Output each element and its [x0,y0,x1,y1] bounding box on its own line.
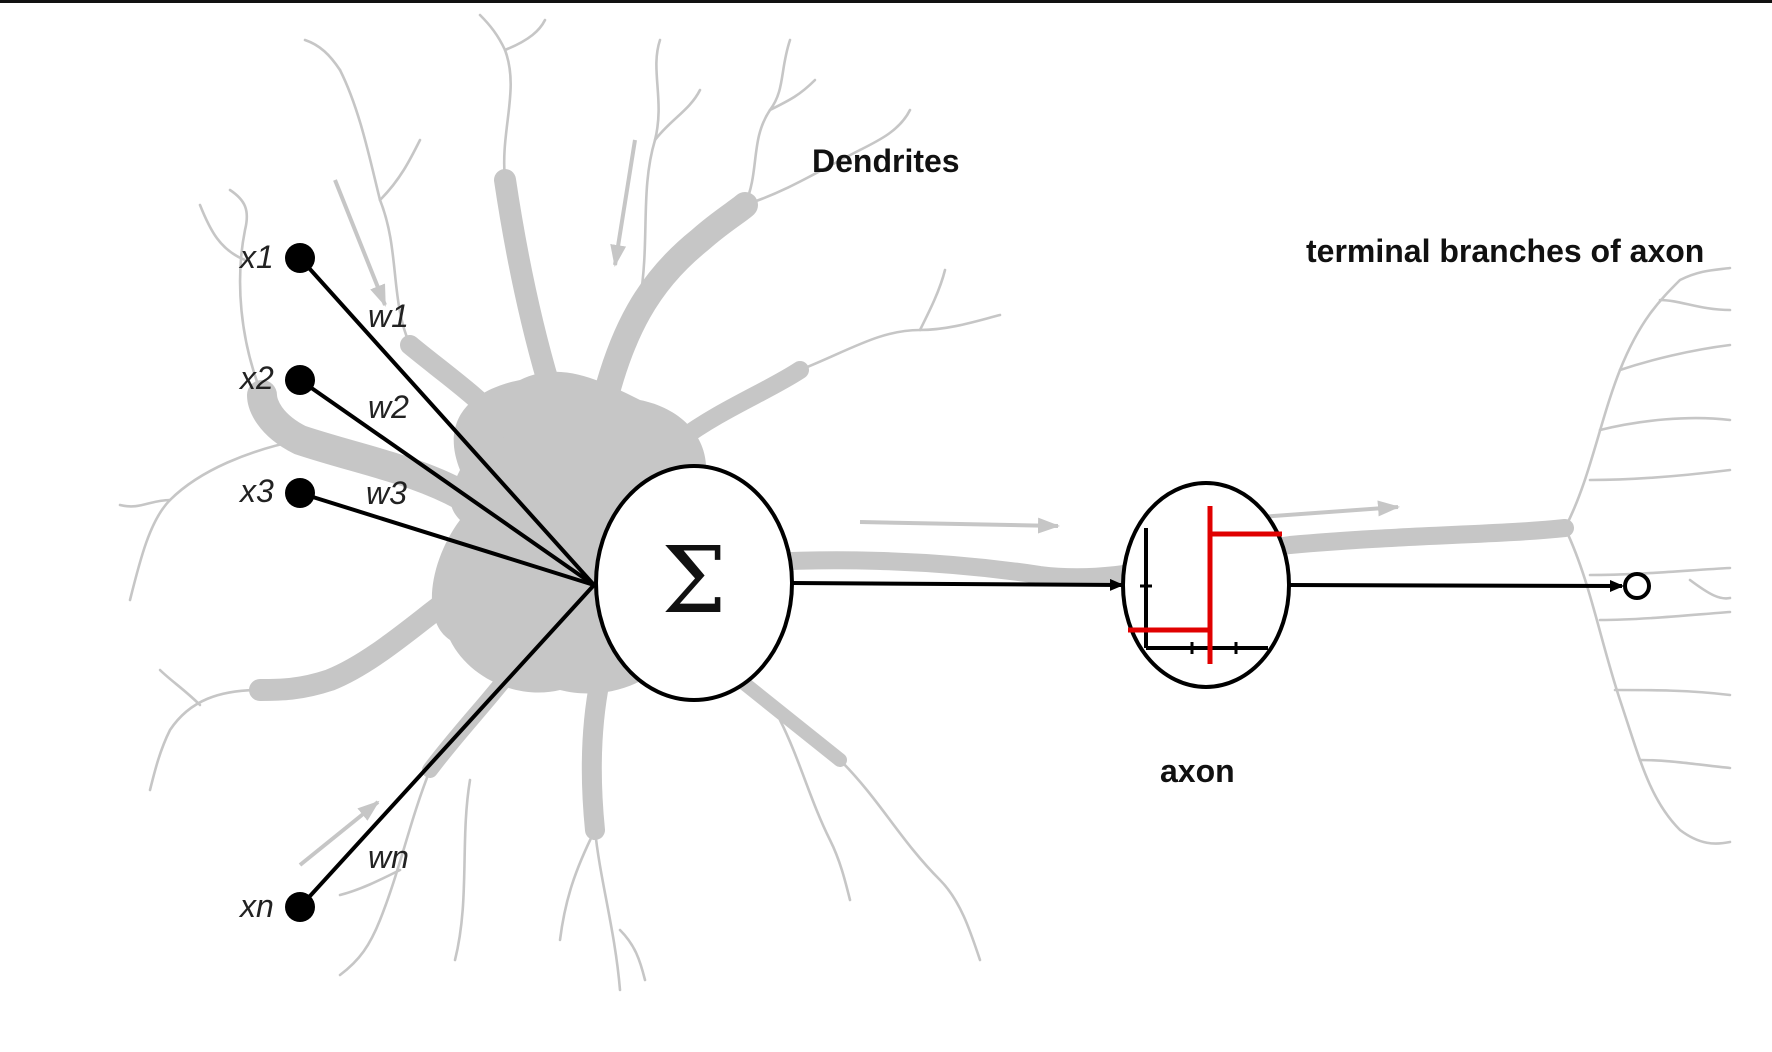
output-terminal-node [1623,572,1651,600]
terminal-branch [1618,343,1732,372]
dendrite-trunk-up [587,192,758,433]
terminal-branch [1688,578,1732,600]
dendrite-branch [148,688,262,792]
activation-to-output-line [1288,579,1624,592]
terminal-branch [1598,610,1732,622]
dendrite-branch [128,438,302,602]
input-label-xn: xn [238,888,274,924]
terminal-branch [1658,298,1732,312]
input-node-xn [285,892,315,922]
dendrite-branch [558,828,597,942]
input-label-x2: x2 [238,360,274,396]
dendrite-trunk-right-up [671,361,809,449]
dendrite-branch [743,148,862,207]
dendrite-trunk-left [247,380,485,515]
input-label-x3: x3 [238,473,274,509]
flow-arrow [859,517,1060,534]
dendrite-trunk-upper-left [400,335,520,440]
dendrite-branch [838,758,982,962]
weight-label-wn: wn [368,839,409,875]
weight-label-w3: w3 [366,475,407,511]
flow-arrow [298,800,380,867]
dendrite-trunk-up-left [494,169,571,431]
dendrites-label: Dendrites [812,143,960,179]
dendrite-branch [798,313,1002,372]
dendrite-branch [778,718,852,902]
input-connections: x1 x2 x3 xn w1 w2 w3 wn [238,239,596,924]
activation-node [1121,481,1291,689]
terminal-branches-label: terminal branches of axon [1306,233,1704,269]
terminal-branch [1588,566,1732,577]
dendrite-branch [503,18,547,52]
dendrite-branch [198,203,247,262]
flow-arrow [1259,500,1400,519]
input-node-x3 [285,478,315,508]
terminal-branch [1598,416,1732,432]
input-line-x2 [298,378,596,587]
flow-arrow [610,139,637,267]
dendrite-branch [768,78,817,112]
dendrite-branch [618,928,647,982]
input-node-x1 [285,243,315,273]
input-node-x2 [285,365,315,395]
dendrite-trunk-lower-left [249,574,481,701]
axon-label: axon [1160,753,1235,789]
dendrite-branch [158,668,202,707]
input-line-x3 [299,491,595,587]
terminal-branch [1588,468,1732,482]
dendrite-branch [478,13,512,182]
dendrite-branch [858,108,912,152]
dendrite-branch [338,868,402,897]
top-border [0,0,1772,3]
flow-arrow [333,179,387,307]
summation-node: Σ [594,464,794,702]
terminal-branch [1563,266,1732,530]
weight-label-w1: w1 [368,298,409,334]
input-line-xn [298,583,596,909]
dendrite-branch [378,138,422,202]
dendrite-branch [303,38,342,72]
sigma-symbol: Σ [661,527,726,634]
dendrite-trunk-down [581,670,610,840]
dendrite-branch [453,778,472,962]
dendrite-branch [593,828,622,992]
dendrite-branch [118,498,172,508]
dendrite-branch [743,38,792,207]
terminal-branch [1638,758,1732,770]
weight-label-w2: w2 [368,389,409,425]
dendrite-branch [338,768,432,977]
input-label-x1: x1 [238,239,274,275]
dendrite-branch [638,38,662,302]
dendrite-branch [228,188,264,397]
dendrite-branch [653,88,702,142]
sum-to-activation-line [791,578,1124,591]
input-line-x1 [298,256,596,587]
dendrite-branch [918,268,947,332]
terminal-branch [1563,526,1732,845]
terminal-branch [1613,688,1732,697]
